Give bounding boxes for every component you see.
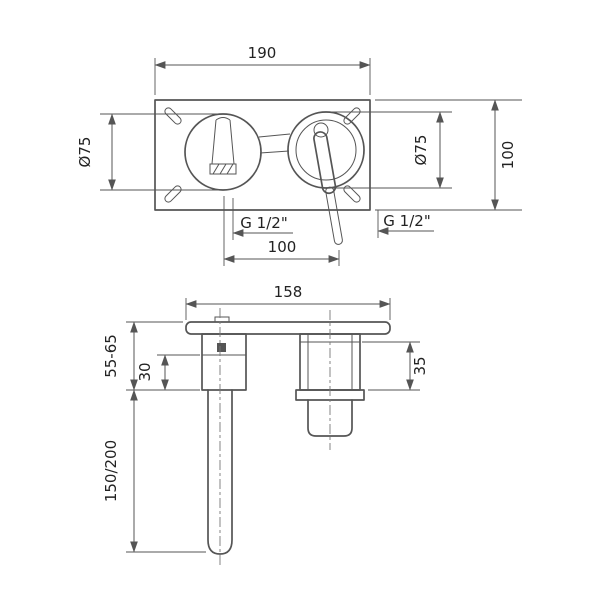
handle-escutcheon-inner bbox=[295, 119, 357, 181]
spout-nozzle bbox=[211, 117, 235, 165]
handle-lever-rod bbox=[325, 186, 343, 245]
ext-lines-left-diameter bbox=[100, 113, 219, 191]
spout-body-side bbox=[201, 333, 247, 391]
plate-screw-head bbox=[214, 316, 230, 323]
dim-label-left-thread: G 1/2" bbox=[240, 214, 287, 232]
dim-label-wall-thickness: 55-65 bbox=[102, 334, 120, 378]
handle-escutcheon bbox=[287, 111, 365, 189]
dim-label-right-diameter: Ø75 bbox=[412, 135, 430, 166]
dim-label-left-depth: 30 bbox=[136, 362, 154, 381]
mounting-slot-bottom-left bbox=[164, 185, 182, 203]
mounting-plate bbox=[154, 99, 371, 211]
side-view bbox=[185, 308, 391, 566]
spout-escutcheon bbox=[184, 113, 262, 191]
spout-tube bbox=[207, 389, 233, 555]
set-screw bbox=[217, 343, 226, 352]
dim-label-right-thread: G 1/2" bbox=[383, 212, 430, 230]
wall-plate-side bbox=[185, 321, 391, 335]
dim-label-plate-height: 100 bbox=[499, 141, 517, 170]
dim-label-center-distance: 100 bbox=[268, 238, 297, 256]
dim-label-plate-width: 190 bbox=[248, 44, 277, 62]
dim-label-spout-length: 150/200 bbox=[102, 440, 120, 502]
front-view-dimensions: 190 100 Ø75 Ø75 G 1/2" G 1/2" 100 bbox=[76, 44, 522, 266]
front-view bbox=[154, 99, 371, 245]
handle-lever bbox=[313, 131, 337, 195]
mounting-slot-top-right bbox=[343, 107, 361, 125]
aerator-hatch bbox=[212, 163, 234, 175]
ext-lines-right-diameter bbox=[330, 111, 452, 189]
dim-label-left-diameter: Ø75 bbox=[76, 137, 94, 168]
dim-label-side-width: 158 bbox=[274, 283, 303, 301]
body-link-lines bbox=[258, 133, 291, 154]
ext-lines-plate-width bbox=[154, 58, 371, 95]
valve-cartridge bbox=[307, 399, 353, 437]
mounting-slot-top-left bbox=[164, 107, 182, 125]
side-view-dimensions: 158 55-65 30 150/200 35 bbox=[102, 283, 429, 553]
handle-pivot bbox=[313, 122, 329, 138]
dim-label-right-depth: 35 bbox=[411, 356, 429, 375]
spout-aerator bbox=[209, 163, 237, 175]
mounting-slot-bottom-right bbox=[343, 185, 361, 203]
